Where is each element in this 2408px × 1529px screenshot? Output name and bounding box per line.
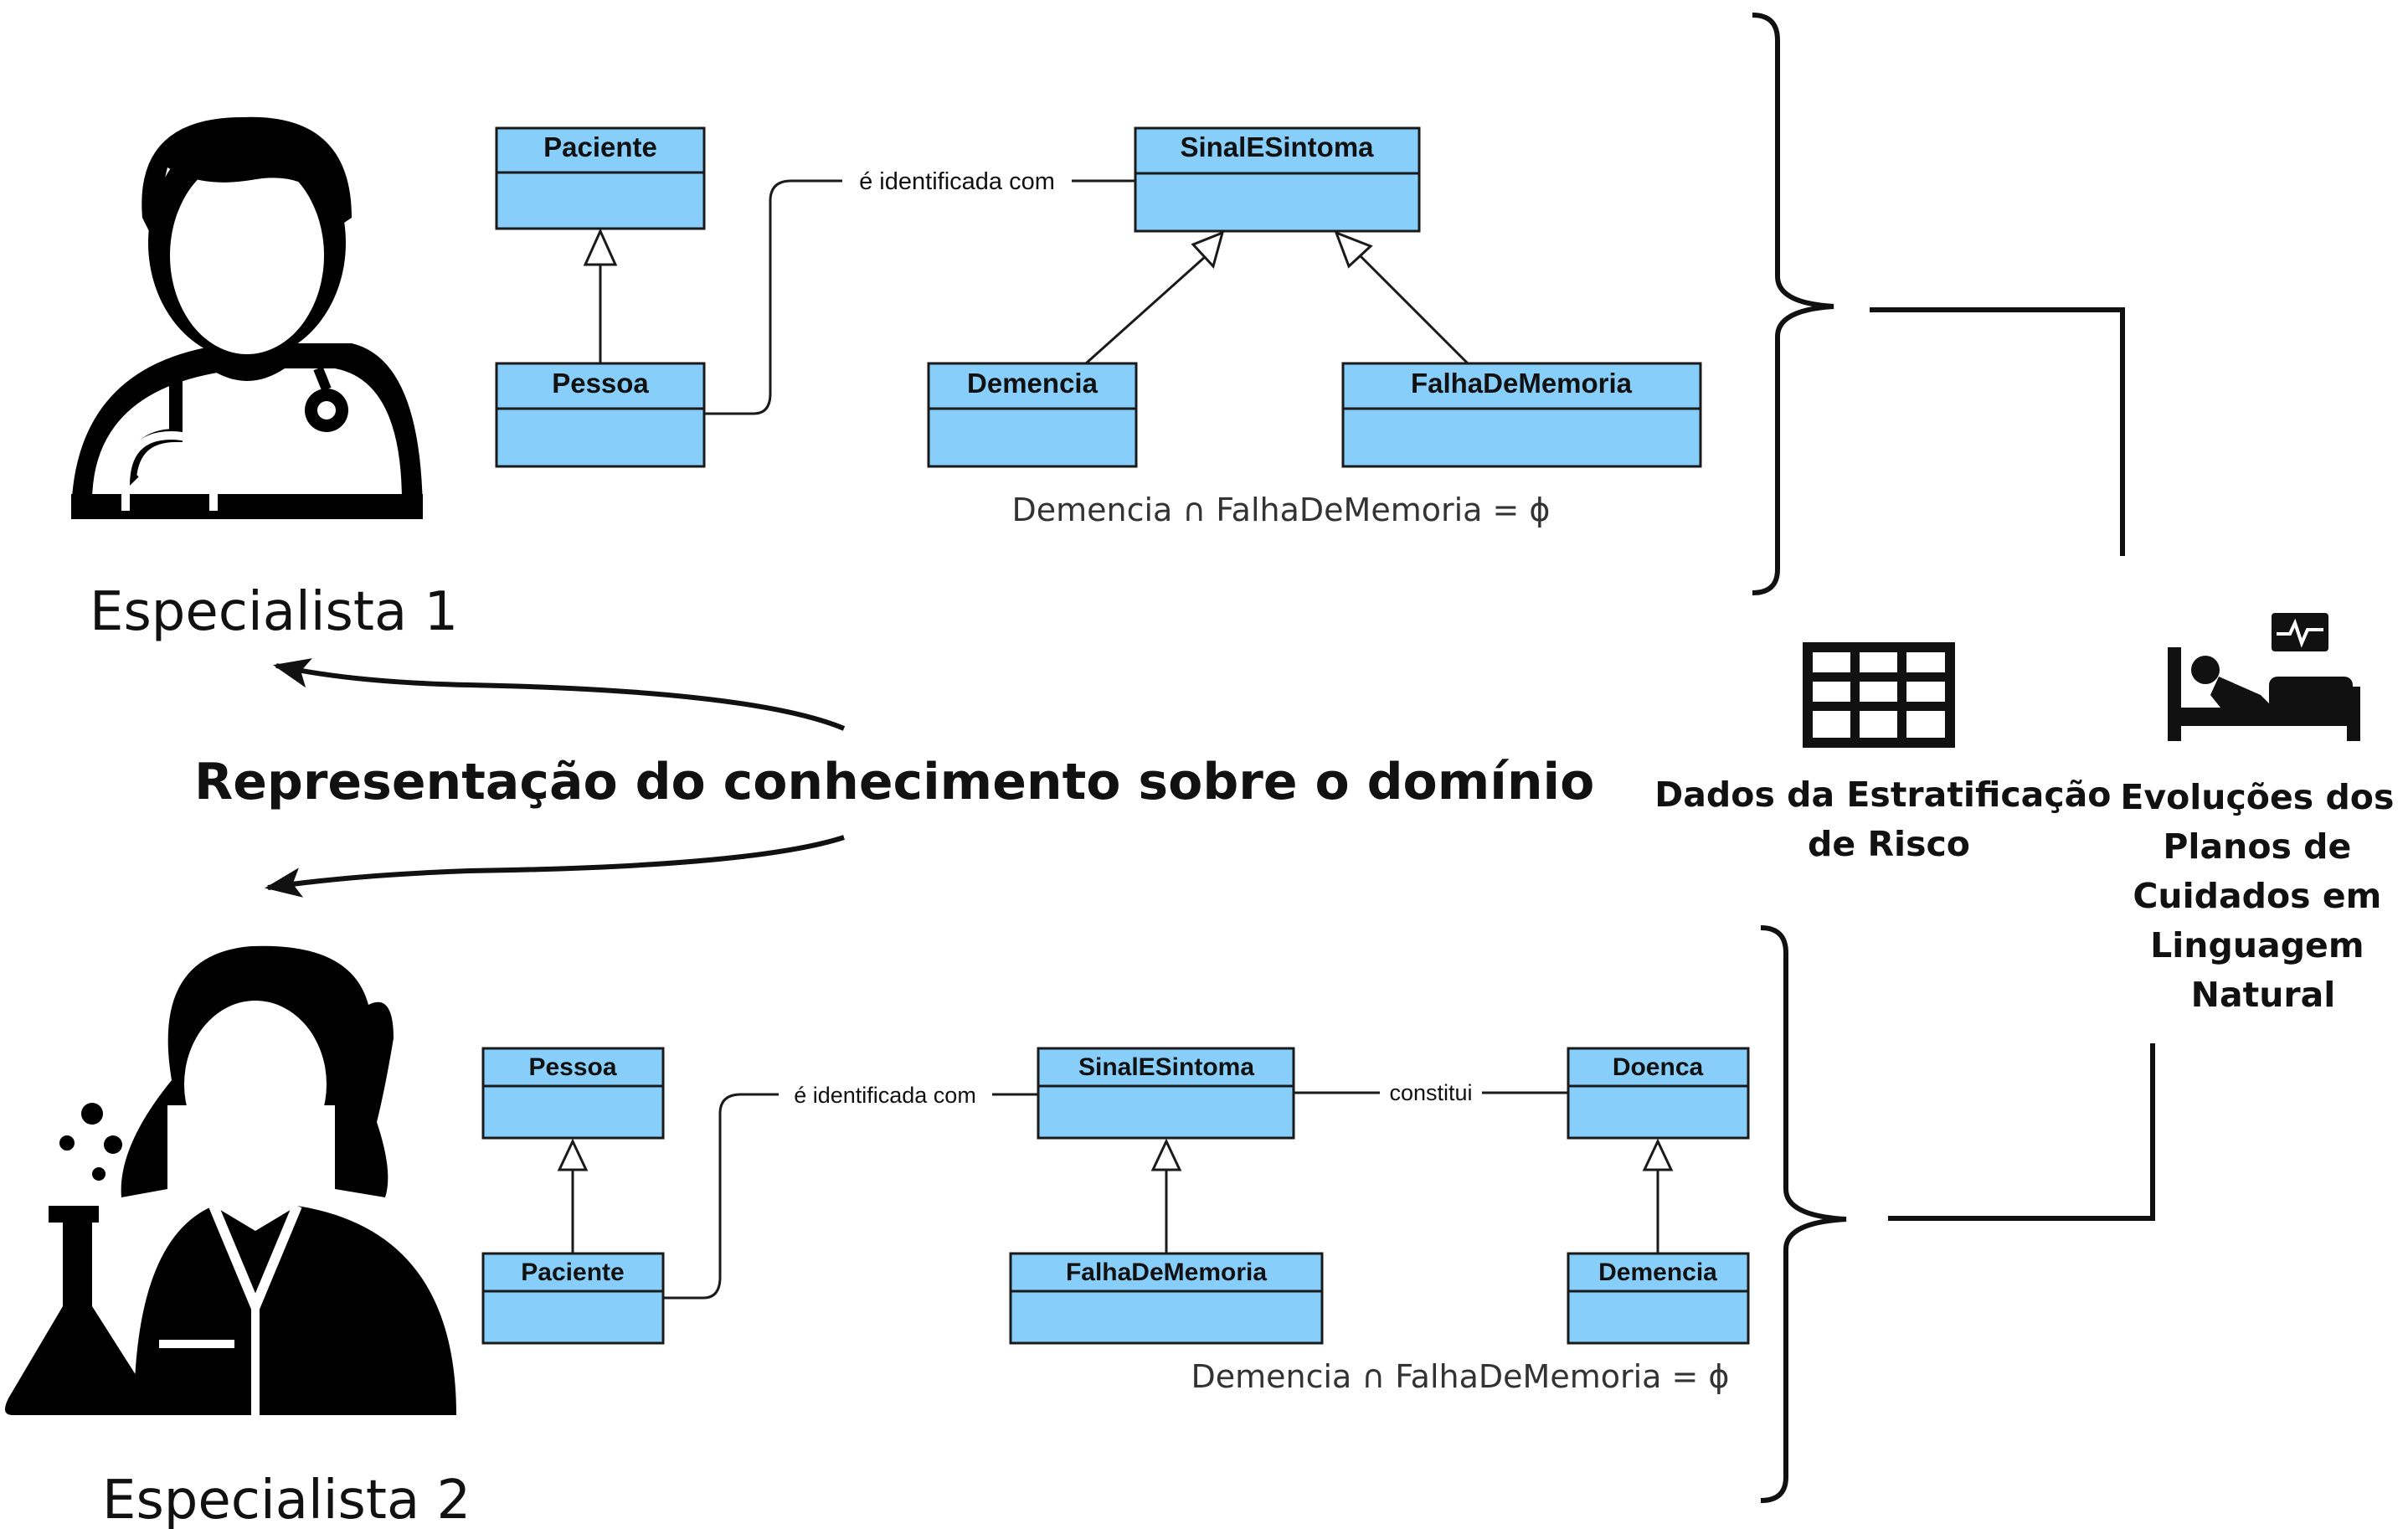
uml-class-demencia: [927, 362, 1138, 468]
class-name-pessoa: Pessoa: [528, 1053, 616, 1081]
class-name-doenca: Doenca: [1613, 1053, 1704, 1081]
care-plans-line-4: Linguagem: [2150, 925, 2364, 965]
class-name-sinal-e-sintoma: SinalESintoma: [1078, 1053, 1254, 1081]
care-plans-line-1: Evoluções dos: [2120, 777, 2394, 817]
generalization-line: [1084, 255, 1207, 365]
care-plans-label: Evoluções dos Planos de Cuidados em Ling…: [2120, 777, 2405, 1015]
generalization-arrowhead: [1191, 230, 1225, 270]
uml-labels-specialist-2: Pessoa Paciente SinalESintoma Doenca Fal…: [521, 1053, 1729, 1395]
association-label: é identificada com: [794, 1083, 976, 1108]
curly-brace-2: [1760, 925, 1847, 1503]
specialist-2-label: Especialista 2: [102, 1470, 471, 1529]
class-name-demencia: Demencia: [967, 368, 1099, 399]
uml-labels-specialist-1: Paciente Pessoa SinalESintoma Demencia F…: [543, 131, 1633, 528]
connector-line-bottom: [1888, 1043, 2155, 1221]
uml-class-falha-de-memoria: [1341, 362, 1702, 468]
arrow-to-specialist-2: [265, 835, 845, 898]
class-name-pessoa: Pessoa: [552, 368, 649, 399]
generalization-arrowhead: [1642, 1138, 1674, 1171]
class-name-sinal-e-sintoma: SinalESintoma: [1180, 131, 1374, 162]
class-name-demencia: Demencia: [1598, 1259, 1717, 1286]
disjointness-constraint: Demencia ∩ FalhaDeMemoria = ϕ: [1191, 1358, 1729, 1395]
uml-diagram-specialist-2: [481, 1047, 1750, 1345]
class-name-paciente: Paciente: [543, 131, 657, 162]
care-plans-line-5: Natural: [2191, 975, 2336, 1015]
arrow-to-specialist-1: [273, 658, 846, 731]
uml-class-pessoa: [495, 362, 706, 468]
generalization-arrowhead: [557, 1138, 589, 1171]
risk-data-line-1: Dados da Estratificação: [1654, 775, 2111, 815]
headline: Representação do conhecimento sobre o do…: [194, 753, 1594, 811]
risk-data-line-2: de Risco: [1808, 824, 1970, 864]
disjointness-constraint: Demencia ∩ FalhaDeMemoria = ϕ: [1011, 492, 1550, 528]
uml-class-paciente: [495, 126, 706, 230]
uml-diagram-specialist-1: [495, 126, 1702, 468]
class-name-falha-de-memoria: FalhaDeMemoria: [1411, 368, 1633, 399]
generalization-arrowhead: [1334, 230, 1373, 269]
connector-line-top: [1870, 307, 2125, 556]
hospital-bed-heartbeat-icon: [2168, 613, 2360, 741]
class-name-falha-de-memoria: FalhaDeMemoria: [1066, 1259, 1267, 1286]
table-grid-icon: [1803, 642, 1955, 748]
association-line: [663, 1093, 779, 1300]
curly-brace-1: [1752, 13, 1834, 595]
uml-class-pessoa: [481, 1047, 665, 1140]
association-label: constitui: [1389, 1080, 1472, 1105]
uml-class-demencia: [1567, 1252, 1750, 1345]
association-label: é identificada com: [859, 168, 1055, 195]
care-plans-line-3: Cuidados em: [2133, 876, 2381, 916]
association-line: [704, 179, 842, 415]
doctor-stethoscope-icon: [71, 116, 423, 519]
class-name-paciente: Paciente: [521, 1259, 624, 1286]
risk-data-label: Dados da Estratificação de Risco: [1654, 775, 2123, 864]
generalization-line: [1359, 255, 1469, 365]
generalization-arrowhead: [583, 228, 618, 266]
scientist-flask-icon: [5, 945, 456, 1415]
uml-class-sinal-e-sintoma: [1037, 1047, 1295, 1140]
care-plans-line-2: Planos de: [2163, 826, 2351, 867]
uml-class-doenca: [1567, 1047, 1750, 1140]
specialist-1-label: Especialista 1: [90, 581, 458, 643]
generalization-arrowhead: [1150, 1138, 1182, 1171]
